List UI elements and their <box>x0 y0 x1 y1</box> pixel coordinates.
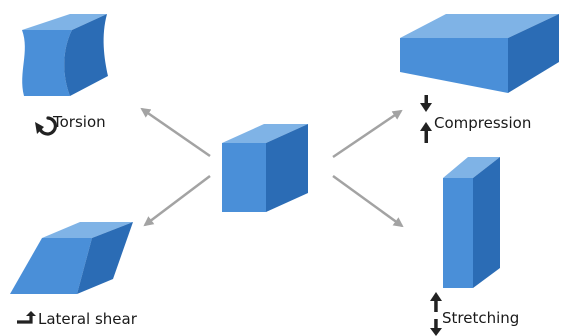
lateral-shear-block-top <box>42 222 133 238</box>
arrow-to-lateral-shear <box>143 175 211 227</box>
torsion-block-top <box>22 14 107 30</box>
rotate-arrow-icon <box>35 116 57 136</box>
compression-block-front <box>400 38 508 93</box>
stretching-block <box>443 157 500 288</box>
stretching-block-front <box>443 178 473 288</box>
lateral-shear-block <box>10 222 133 294</box>
lateral-shear-label: Lateral shear <box>38 310 137 328</box>
lateral-shear-block-side <box>77 222 133 294</box>
shear-arrow-icon <box>17 311 36 324</box>
stretching-block-top <box>443 157 500 178</box>
compression-block-top <box>400 14 559 38</box>
center-cube-top <box>222 124 308 143</box>
torsion-block-front <box>22 30 72 96</box>
arrow-to-compression <box>332 109 403 159</box>
stretching-label: Stretching <box>442 309 520 327</box>
stretching-block-side <box>473 157 500 288</box>
arrow-to-stretching <box>332 174 404 228</box>
lateral-shear-block-front <box>10 238 92 294</box>
torsion-block <box>22 14 108 96</box>
compression-block <box>400 14 559 93</box>
arrow-to-torsion <box>140 107 211 158</box>
center-cube <box>222 124 308 212</box>
center-cube-side <box>266 124 308 212</box>
torsion-block-side <box>64 14 108 96</box>
torsion-label: Torsion <box>53 113 106 131</box>
center-cube-front <box>222 143 266 212</box>
inward-arrows-icon <box>420 95 432 143</box>
connector-arrows <box>140 107 404 228</box>
compression-label: Compression <box>434 114 532 132</box>
compression-block-side <box>508 14 559 93</box>
outward-arrows-icon <box>430 292 442 336</box>
